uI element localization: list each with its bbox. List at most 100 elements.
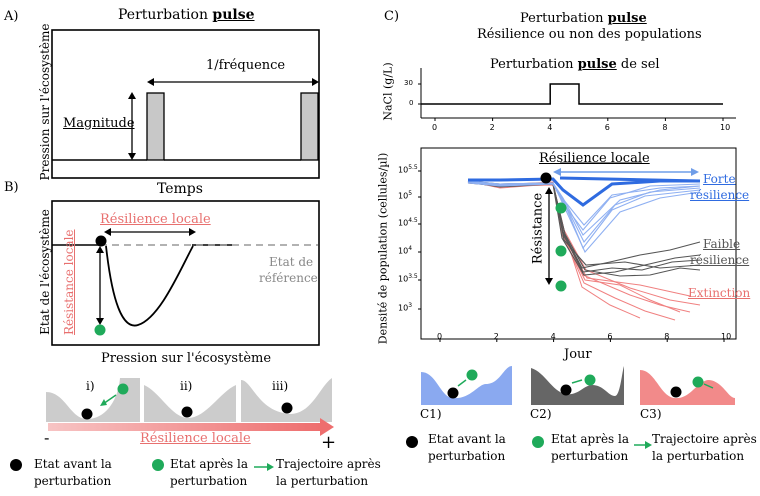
resistance-arrow-b-head-up: [96, 246, 104, 253]
legend-before-2: perturbation: [34, 474, 112, 488]
basin-iii: [241, 378, 332, 422]
resistance-arrow-c-head-up: [545, 187, 553, 194]
resilience-arrow-c-head-left: [553, 168, 561, 176]
magnitude-arrow-head-up: [128, 92, 136, 99]
panel-a-label: A): [4, 9, 19, 24]
basin-c2-traj: [571, 379, 583, 384]
panel-c-title: Perturbation pulse: [520, 12, 647, 25]
legend-c-traj-1: Trajectoire après: [652, 432, 757, 446]
basin-c1-after: [466, 369, 478, 381]
basin-label-ii: ii): [180, 379, 193, 393]
nacl-ylabel: NaCl (g/L): [381, 62, 395, 121]
density-x-tick-label: 8: [664, 332, 670, 341]
frequency-arrow-head-left: [147, 78, 154, 86]
basin-c1-traj: [457, 379, 467, 387]
legend-c-before-2: perturbation: [428, 449, 506, 463]
nacl-line: [421, 83, 723, 105]
panel-c-subtitle: Résilience ou non des populations: [477, 27, 702, 42]
legend-before-dot: [10, 459, 22, 471]
density-x-tick-label: 0: [437, 332, 443, 341]
state-before-dot-b: [95, 235, 107, 247]
weak-label-2: résilience: [690, 253, 750, 267]
basin-c3-traj: [703, 383, 714, 389]
legend-before-1: Etat avant la: [34, 457, 112, 471]
density-frame: [420, 147, 737, 340]
nacl-tick-label-30: 30: [404, 79, 413, 87]
panel-c-title-bold: pulse: [607, 11, 647, 26]
legend-after-2: perturbation: [170, 474, 248, 488]
basin-iii-before: [281, 402, 293, 414]
resilience-arrow-b-head-right: [189, 228, 196, 236]
basin-c2-after: [584, 374, 596, 386]
resilience-gradient-head: [320, 418, 334, 436]
resistance-arrow-c-head-down: [545, 278, 553, 285]
panel-b-frame: [51, 200, 320, 346]
nacl-x-tick-label: 0: [432, 123, 438, 132]
salt-title-post: de sel: [616, 57, 660, 72]
basin-c1: [421, 366, 512, 405]
panel-b-resistance: Résistance locale: [62, 229, 76, 335]
nacl-x-tick-label: 2: [489, 123, 495, 132]
legend-after-1: Etat après la: [170, 457, 249, 471]
panel-b-resilience: Résilience locale: [100, 212, 211, 227]
density-y-tick-label: 105: [398, 190, 413, 201]
recovery-curve: [105, 245, 194, 327]
density-y-tick-label: 105.5: [398, 164, 418, 175]
legend-c-before-dot: [406, 436, 418, 448]
legend-c-after-dot: [532, 436, 544, 448]
density-ylabel: Densité de population (cellules/µl): [376, 152, 390, 345]
panel-c-title-text: Perturbation: [520, 11, 608, 26]
legend-c-traj-arrow-head: [645, 441, 652, 449]
gradient-plus: +: [321, 432, 337, 453]
legend-traj-arrow-head: [267, 463, 274, 471]
basin-ii: [144, 385, 236, 422]
basin-c3-before: [670, 386, 682, 398]
density-y-tick-label: 104: [398, 245, 413, 256]
basin-label-i: i): [86, 379, 95, 393]
strong-resilience-mean-top: [559, 176, 701, 183]
basin-i: [46, 378, 140, 422]
density-x-tick-label: 10: [721, 332, 732, 341]
weak-label-1: Faible: [703, 237, 741, 251]
density-y-tick-label: 103.5: [398, 273, 418, 284]
legend-c-traj-2: la perturbation: [652, 449, 745, 463]
density-state-before: [540, 172, 552, 184]
strong-label-1: Forte: [703, 172, 736, 186]
basin-i-after: [117, 383, 129, 395]
basin-c1-label: C1): [420, 407, 442, 421]
resilience-arrow-c-head-right: [691, 168, 699, 176]
panel-c-label: C): [384, 9, 400, 24]
basin-ii-before: [181, 406, 193, 418]
panel-b-label: B): [4, 180, 19, 195]
panel-a-xlabel: Temps: [157, 181, 203, 197]
panel-a-frame: [51, 29, 320, 179]
basin-i-traj-head: [100, 399, 107, 406]
strong-resilience-line-bold: [468, 177, 700, 207]
density-state-after-3: [555, 280, 567, 292]
basin-c1-before: [447, 387, 459, 399]
panel-b-ylabel: Etat de l'écosystème: [38, 209, 52, 335]
magnitude-arrow-head-down: [128, 153, 136, 160]
panel-b-reference-1: Etat de: [269, 255, 314, 269]
strong-resilience-lines-light: [467, 180, 701, 254]
state-after-dot-b: [94, 324, 106, 336]
density-x-tick-label: 6: [607, 332, 613, 341]
panel-a-frequency: 1/fréquence: [206, 58, 286, 73]
basin-c2: [531, 366, 624, 405]
density-state-after-1: [555, 202, 567, 214]
legend-traj-1: Trajectoire après: [276, 457, 381, 471]
panel-a-title: Perturbation pulse: [118, 8, 255, 22]
resilience-arrow-b-head-left: [104, 228, 111, 236]
legend-c-after-1: Etat après la: [551, 432, 630, 446]
panel-b-reference-2: référence: [259, 271, 318, 285]
pulse-2: [300, 92, 319, 161]
legend-traj-2: la perturbation: [276, 474, 369, 488]
nacl-x-tick-label: 4: [547, 123, 553, 132]
density-resistance-label: Résistance: [530, 192, 546, 265]
legend-c-before-1: Etat avant la: [428, 432, 506, 446]
density-y-tick-label: 103: [398, 302, 413, 313]
salt-title-text: Perturbation: [490, 57, 578, 72]
frequency-arrow-head-right: [312, 78, 319, 86]
density-x-tick-label: 4: [550, 332, 556, 341]
